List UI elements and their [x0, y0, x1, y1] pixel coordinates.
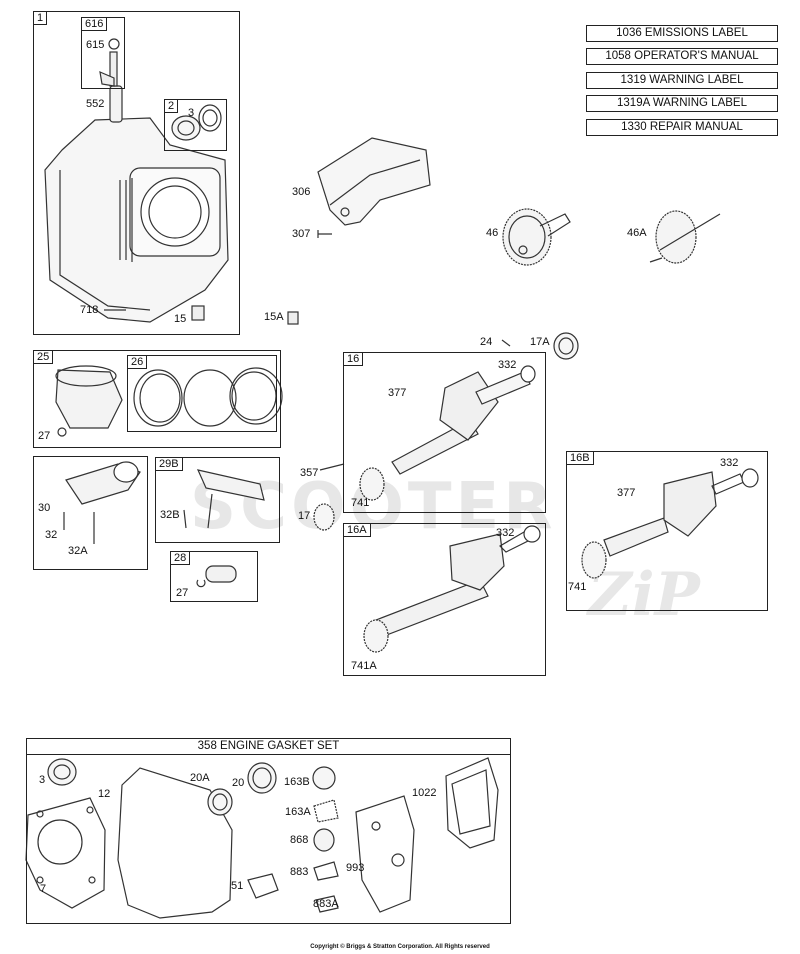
group-26-tag: 26: [127, 355, 148, 369]
group-30-frame: [33, 456, 148, 570]
kit-part-20A: 20A: [190, 772, 210, 784]
group-1-frame: [33, 11, 240, 335]
group-616-tag: 616: [81, 17, 108, 31]
group-16-frame: [343, 352, 546, 513]
part-24: 24: [480, 336, 493, 348]
doc-1319A: 1319A WARNING LABEL: [586, 95, 778, 112]
part-27-pin: 27: [176, 587, 189, 599]
group-16B-tag: 16B: [566, 451, 594, 465]
kit-part-20: 20: [232, 777, 245, 789]
part-17A: 17A: [530, 336, 550, 348]
group-2-frame: [164, 99, 227, 151]
group-1-tag: 1: [33, 11, 48, 25]
watermark-script: ZiP: [588, 560, 700, 630]
kit-part-12: 12: [98, 788, 111, 800]
gasket-kit-frame: [26, 738, 511, 924]
kit-part-993: 993: [346, 862, 365, 874]
part-46A: 46A: [627, 227, 647, 239]
gasket-kit-title: 358 ENGINE GASKET SET: [26, 738, 511, 755]
part-718: 718: [80, 304, 99, 316]
kit-part-163A: 163A: [285, 806, 311, 818]
group-26-frame: [127, 355, 277, 432]
group-16A-tag: 16A: [343, 523, 371, 537]
part-357: 357: [300, 467, 319, 479]
group-16-tag: 16: [343, 352, 364, 366]
kit-part-3: 3: [39, 774, 46, 786]
kit-part-51: 51: [231, 880, 244, 892]
part-32: 32: [45, 529, 58, 541]
part-27-piston: 27: [38, 430, 51, 442]
group-25-frame: [33, 350, 281, 448]
kit-part-163B: 163B: [284, 776, 310, 788]
part-15A: 15A: [264, 311, 284, 323]
group-16A-frame: [343, 523, 546, 676]
kit-part-1022: 1022: [412, 787, 437, 799]
copyright-notice: Copyright © Briggs & Stratton Corporatio…: [310, 944, 490, 950]
doc-1319: 1319 WARNING LABEL: [586, 72, 778, 89]
kit-part-883A: 883A: [313, 898, 339, 910]
kit-part-868: 868: [290, 834, 309, 846]
part-741-g16B: 741: [568, 581, 587, 593]
part-307: 307: [292, 228, 311, 240]
group-28-frame: [170, 551, 258, 602]
group-28-tag: 28: [170, 551, 191, 565]
group-16B-frame: [566, 451, 768, 611]
group-29B-tag: 29B: [155, 457, 183, 471]
group-25-tag: 25: [33, 350, 54, 364]
kit-part-883: 883: [290, 866, 309, 878]
doc-1036: 1036 EMISSIONS LABEL: [586, 25, 778, 42]
part-741-g16: 741: [351, 497, 370, 509]
part-3: 3: [188, 107, 195, 119]
part-332-g16: 332: [498, 359, 517, 371]
part-17: 17: [298, 510, 311, 522]
group-29B-frame: [155, 457, 280, 543]
part-552: 552: [86, 98, 105, 110]
part-30: 30: [38, 502, 51, 514]
part-46: 46: [486, 227, 499, 239]
part-32B: 32B: [160, 509, 180, 521]
part-332-g16B: 332: [720, 457, 739, 469]
doc-1058: 1058 OPERATOR'S MANUAL: [586, 48, 778, 65]
part-377-g16B: 377: [617, 487, 636, 499]
group-2-tag: 2: [164, 99, 179, 113]
part-15: 15: [174, 313, 187, 325]
part-332-g16A: 332: [496, 527, 515, 539]
part-32A: 32A: [68, 545, 88, 557]
part-377-g16: 377: [388, 387, 407, 399]
kit-part-7: 7: [40, 883, 47, 895]
part-615: 615: [86, 39, 105, 51]
doc-1330: 1330 REPAIR MANUAL: [586, 119, 778, 136]
part-741A: 741A: [351, 660, 377, 672]
part-306: 306: [292, 186, 311, 198]
